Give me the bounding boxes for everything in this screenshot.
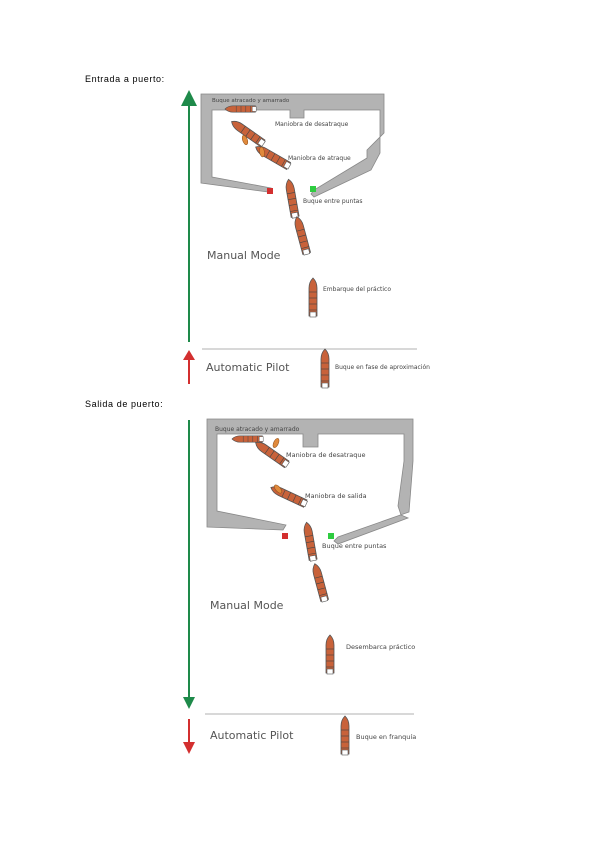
entry-ship-berthing [253, 143, 292, 171]
entry-diagram: Buque atracado y amarrado Maniobra de de… [181, 90, 430, 389]
entry-auto-pilot: Automatic Pilot [206, 361, 290, 374]
entry-ship-approach [320, 348, 330, 389]
entry-label-approach: Buque en fase de aproximación [335, 364, 430, 371]
entry-auto-arrowhead [183, 350, 195, 360]
exit-diagram: Buque atracado y amarrado Maniobra de de… [183, 418, 416, 756]
entry-manual-mode: Manual Mode [207, 249, 281, 262]
exit-tug-1 [271, 437, 281, 449]
exit-ship-anchor [340, 715, 350, 756]
exit-title: Salida de puerto: [85, 399, 164, 409]
entry-ship-between-points [284, 178, 300, 219]
exit-ship-unberthing [252, 438, 291, 469]
exit-label-unberthing: Maniobra de desatraque [286, 451, 365, 459]
exit-manual-arrowhead [183, 697, 195, 709]
exit-starboard-light [328, 533, 334, 539]
entry-label-pilot: Embarque del práctico [323, 286, 391, 293]
exit-label-moored: Buque atracado y amarrado [215, 426, 300, 433]
entry-ship-channel [292, 215, 312, 256]
exit-label-anchor: Buque en franquía [356, 733, 416, 741]
entry-dock [200, 93, 385, 198]
entry-ship-moored [224, 105, 257, 113]
exit-manual-mode: Manual Mode [210, 599, 284, 612]
entry-label-between-points: Buque entre puntas [303, 198, 362, 205]
entry-starboard-light [310, 186, 316, 192]
entry-title: Entrada a puerto: [85, 74, 165, 84]
exit-ship-between-points [302, 521, 318, 562]
exit-ship-channel [310, 562, 330, 603]
exit-label-between-points: Buque entre puntas [322, 542, 387, 550]
exit-port-light [282, 533, 288, 539]
entry-label-unberthing: Maniobra de desatraque [275, 121, 349, 128]
exit-label-pilot: Desembarca práctico [346, 643, 415, 651]
exit-label-departure: Maniobra de salida [305, 492, 367, 500]
entry-port-light [267, 188, 273, 194]
exit-auto-arrowhead [183, 742, 195, 754]
exit-ship-moored [231, 435, 264, 443]
exit-ship-pilot [325, 634, 335, 675]
exit-dock [206, 418, 414, 545]
exit-auto-pilot: Automatic Pilot [210, 729, 294, 742]
entry-ship-pilot [308, 277, 318, 318]
entry-label-berthing: Maniobra de atraque [288, 155, 351, 162]
entry-label-moored: Buque atracado y amarrado [212, 98, 290, 104]
